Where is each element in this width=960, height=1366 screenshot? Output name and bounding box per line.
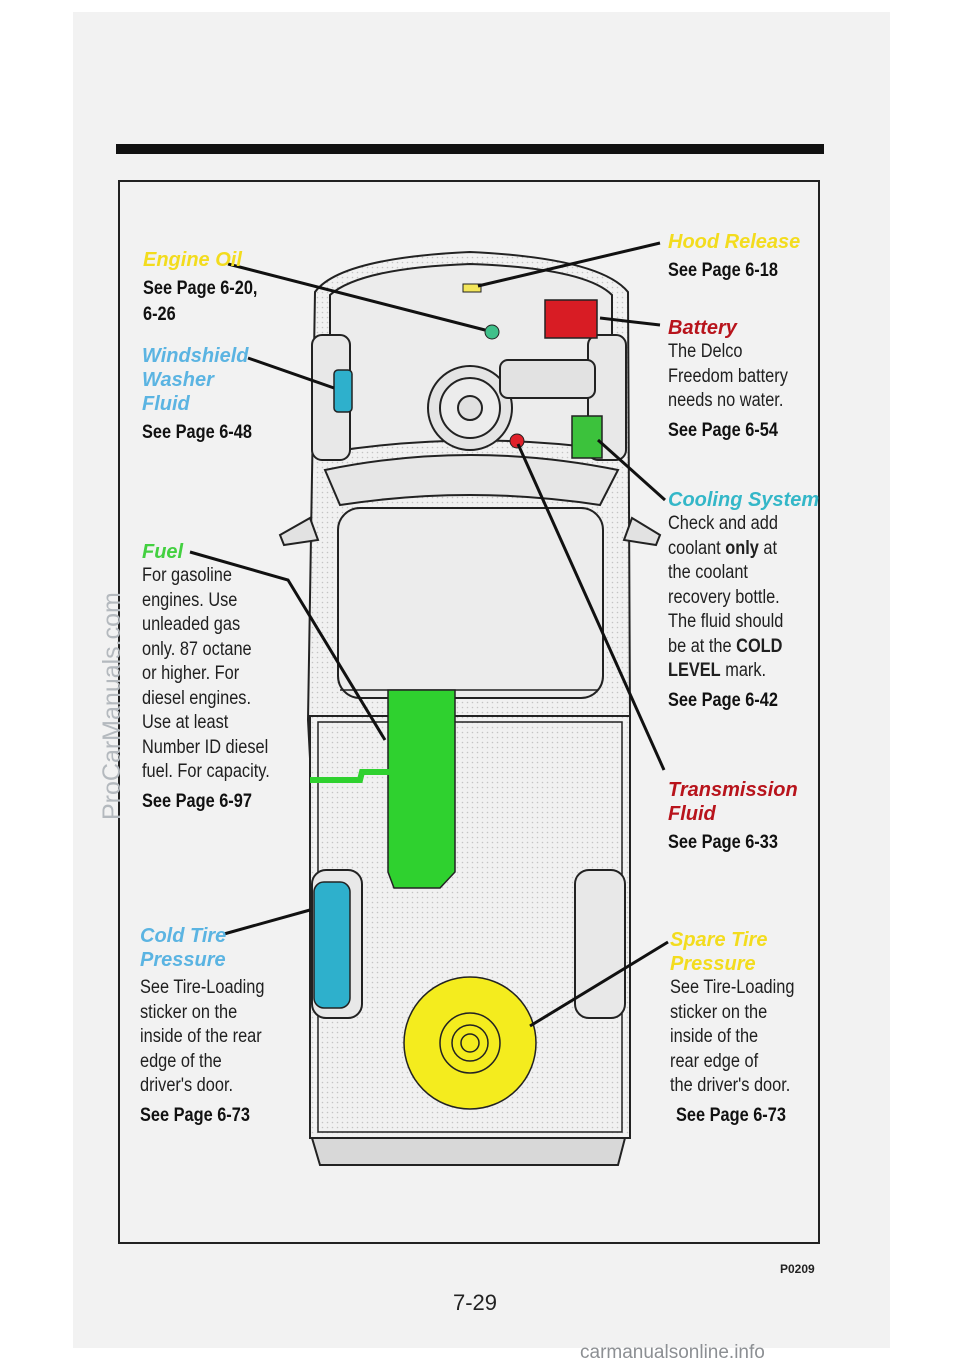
leader-washer: [247, 356, 335, 390]
watermark: ProCarManuals.com: [98, 592, 126, 820]
callout-cooling-system: Cooling System Check and add coolant onl…: [668, 488, 819, 714]
figure-frame: [118, 180, 820, 1244]
leader-transmission: [516, 443, 666, 771]
windshield: [323, 454, 620, 507]
hood-release-title: Hood Release: [668, 231, 801, 253]
figure-code: P0209: [780, 1262, 815, 1276]
fuel-page-ref: See Page 6-97: [142, 790, 252, 812]
leader-battery: [599, 316, 661, 327]
callout-transmission-fluid: Transmission Fluid See Page 6-33: [668, 778, 798, 856]
cooling-system-page-ref: See Page 6-42: [668, 689, 778, 711]
leader-fuel: [189, 550, 387, 741]
right-mirror: [622, 516, 662, 547]
cold-tire-pressure-page-ref: See Page 6-73: [140, 1104, 250, 1126]
battery-title: Battery: [668, 317, 737, 339]
intake-duct: [499, 359, 596, 399]
washer-fluid-title: Windshield Washer Fluid: [142, 345, 249, 415]
header-rule: [116, 144, 824, 154]
transmission-fluid-page-ref: See Page 6-33: [668, 832, 778, 853]
engine-oil-page-ref: See Page 6-20, 6-26: [143, 278, 258, 325]
cab-roof: [337, 507, 604, 699]
cooling-system-body: Check and add coolant only at the coolan…: [668, 513, 784, 681]
transmission-dipstick-shape: [509, 433, 525, 449]
left-mirror: [278, 516, 320, 547]
cooling-system-title: Cooling System: [668, 489, 820, 511]
callout-washer-fluid: Windshield Washer Fluid See Page 6-48: [142, 344, 270, 446]
spare-tire-pressure-title: Spare Tire Pressure: [670, 929, 768, 975]
washer-bottle-shape: [333, 369, 353, 413]
rear-tire-shape: [313, 881, 351, 1009]
fuel-line-shape: [310, 769, 390, 783]
cold-tire-pressure-title: Cold Tire Pressure: [140, 925, 227, 971]
leader-cold-tire: [223, 908, 311, 936]
leader-spare-tire: [529, 940, 669, 1028]
leader-engine-oil: [227, 262, 486, 332]
fuel-body: For gasoline engines. Use unleaded gas o…: [142, 565, 270, 782]
battery-body: The Delco Freedom battery needs no water…: [668, 341, 788, 411]
cold-tire-pressure-body: See Tire-Loading sticker on the inside o…: [140, 977, 265, 1096]
battery-shape: [544, 299, 598, 339]
callout-cold-tire-pressure: Cold Tire Pressure See Tire-Loading stic…: [140, 924, 285, 1129]
callout-hood-release: Hood Release See Page 6-18: [668, 230, 800, 284]
leader-hood-release: [477, 241, 661, 288]
battery-page-ref: See Page 6-54: [668, 419, 778, 441]
washer-fluid-page-ref: See Page 6-48: [142, 422, 252, 443]
hood-panel: [329, 262, 613, 454]
hood-release-shape: [462, 283, 482, 293]
oil-cap-shape: [484, 324, 500, 340]
callout-engine-oil: Engine Oil See Page 6-20, 6-26: [143, 248, 276, 328]
spare-tire-shape: [403, 976, 537, 1110]
callout-fuel: Fuel For gasoline engines. Use unleaded …: [142, 540, 291, 815]
hood-release-page-ref: See Page 6-18: [668, 260, 778, 281]
footer-site: carmanualsonline.info: [580, 1342, 765, 1363]
rear-bumper: [310, 1137, 627, 1166]
spare-tire-pressure-body: See Tire-Loading sticker on the inside o…: [670, 977, 795, 1096]
page-number: 7-29: [453, 1290, 498, 1315]
callout-spare-tire-pressure: Spare Tire Pressure See Tire-Loading sti…: [670, 928, 815, 1129]
fuel-tank-shape: [387, 689, 456, 889]
fuel-title: Fuel: [142, 541, 184, 563]
leader-cooling: [596, 438, 667, 502]
callout-battery: Battery The Delco Freedom battery needs …: [668, 316, 807, 444]
transmission-fluid-title: Transmission Fluid: [668, 779, 798, 825]
right-wheel-well: [574, 869, 626, 1019]
coolant-bottle-shape: [571, 415, 603, 459]
spare-tire-pressure-page-ref: See Page 6-73: [676, 1104, 786, 1126]
engine-oil-title: Engine Oil: [143, 249, 242, 271]
